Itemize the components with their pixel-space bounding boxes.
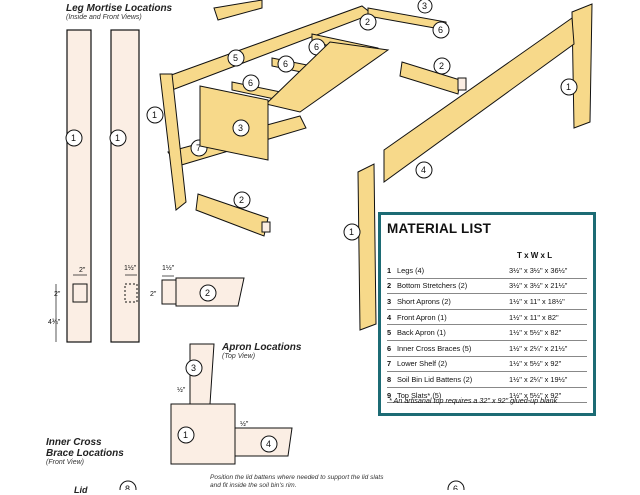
row-part: Back Apron (1): [397, 328, 446, 338]
inner-cross-title-block: Inner Cross Brace Locations (Front View): [46, 437, 124, 466]
dim-label: ½": [177, 386, 186, 394]
row-dims: 1½" x 5½" x 92": [509, 359, 562, 369]
leg: [571, 3, 593, 129]
leg-mortise-title-block: Leg Mortise Locations (Inside and Front …: [66, 3, 172, 21]
dim-label: 2": [54, 291, 61, 298]
inner-cross-subtitle: (Front View): [46, 459, 84, 466]
leg: [159, 73, 187, 211]
apron-subtitle: (Top View): [222, 353, 256, 360]
row-dims: 1½" x 2¼" x 21½": [509, 343, 568, 353]
callout-label: 5: [233, 53, 238, 63]
apron-title: Apron Locations: [222, 342, 302, 353]
dim-label: 2": [150, 291, 157, 298]
leg-mortise-title: Leg Mortise Locations: [66, 3, 173, 14]
row-dims: 3½" x 3½" x 36½": [509, 265, 568, 275]
row-number: 9: [387, 390, 392, 400]
row-part: Soil Bin Lid Battens (2): [397, 374, 473, 384]
row-part: Legs (4): [397, 265, 425, 275]
dim-label: 1½": [124, 264, 137, 272]
material-row: 4 Front Apron (1) 1½" x 11" x 82": [387, 310, 587, 326]
row-number: 5: [387, 328, 392, 338]
row-number: 3: [387, 296, 392, 306]
callout-label: 2: [439, 61, 444, 71]
apron-title-block: Apron Locations (Top View): [222, 342, 301, 360]
dim-label: 2": [79, 267, 86, 274]
row-part: Lower Shelf (2): [397, 359, 448, 369]
callout-label: 1: [115, 133, 120, 143]
front-apron: [383, 17, 575, 183]
short-apron: [199, 85, 269, 161]
callout-label: 2: [239, 195, 244, 205]
callout-label: 3: [191, 363, 196, 373]
dim-label: 1½": [162, 264, 175, 272]
callout-label: 6: [314, 42, 319, 52]
row-number: 6: [387, 343, 392, 353]
lid-title: Lid: [74, 485, 88, 495]
callout-label: 4: [266, 439, 271, 449]
row-part: Front Apron (1): [397, 312, 447, 322]
bottom-stretcher: [195, 193, 269, 237]
row-part: Short Aprons (2): [397, 296, 451, 306]
callout-label: 6: [248, 78, 253, 88]
leg: [357, 163, 377, 331]
leg-callout-circle: [65, 129, 83, 147]
row-dims: 1½" x 2¼" x 19½": [509, 374, 568, 384]
dim-label: ½": [240, 420, 249, 428]
leg-callout-circle: [109, 129, 127, 147]
leg-mortise-subtitle: (Inside and Front Views): [66, 14, 142, 21]
callout-label: 1: [349, 227, 354, 237]
material-list-footnote: * An artisanal top requires a 32" x 92" …: [389, 396, 558, 405]
material-row: 6 Inner Cross Braces (5) 1½" x 2¼" x 21½": [387, 341, 587, 357]
callout-label: 1: [566, 82, 571, 92]
material-list-panel: MATERIAL LIST T x W x L 1 Legs (4) 3½" x 3…: [378, 212, 596, 416]
callout-label: 4: [421, 165, 426, 175]
mortise-hidden: [124, 283, 138, 303]
row-part: Top Slats* (5): [397, 390, 442, 400]
material-list-columns: T x W x L: [517, 251, 553, 260]
lid-batten-note: Position the lid battens where needed to…: [210, 474, 384, 489]
row-number: 4: [387, 312, 392, 322]
callout-label: 2: [205, 288, 210, 298]
callout-label: 6: [453, 484, 458, 490]
callout-label: 3: [238, 123, 243, 133]
row-part: Bottom Stretchers (2): [397, 281, 468, 291]
row-number: 2: [387, 281, 392, 291]
material-row: 2 Bottom Stretchers (2) 3½" x 3½" x 21½": [387, 279, 587, 295]
row-dims: 1½" x 11" x 18½": [509, 296, 565, 306]
dim-label: 4¾": [48, 319, 61, 326]
row-dims: 3½" x 3½" x 21½": [509, 281, 568, 291]
inner-cross-title-2: Brace Locations: [46, 448, 124, 459]
material-row: 9 Top Slats* (5) 1½" x 5½" x 92": [387, 388, 587, 404]
callout-label: 8: [125, 484, 130, 490]
callout-label: 2: [365, 17, 370, 27]
callout-label: 7: [196, 143, 201, 153]
bottom-stretcher: [399, 61, 461, 95]
row-part: Inner Cross Braces (5): [397, 343, 472, 353]
material-row: 1 Legs (4) 3½" x 3½" x 36½": [387, 263, 587, 279]
callout-label: 1: [71, 133, 76, 143]
callout-label: 6: [438, 25, 443, 35]
row-dims: 1½" x 5½" x 82": [509, 328, 562, 338]
inner-cross-title-1: Inner Cross: [46, 437, 102, 448]
material-list-heading: MATERIAL LIST: [387, 221, 492, 236]
row-number: 8: [387, 374, 392, 384]
material-row: 5 Back Apron (1) 1½" x 5½" x 82": [387, 325, 587, 341]
material-row: 7 Lower Shelf (2) 1½" x 5½" x 92": [387, 357, 587, 373]
material-list-rows: 1 Legs (4) 3½" x 3½" x 36½" 2 Bottom Stretch…: [387, 263, 587, 404]
row-dims: 1½" x 5½" x 92": [509, 390, 562, 400]
leg-elevation-inside: [66, 29, 92, 343]
tenon: [161, 279, 177, 305]
material-row: 3 Short Aprons (2) 1½" x 11" x 18½": [387, 294, 587, 310]
callout-label: 3: [422, 1, 427, 11]
row-number: 7: [387, 359, 392, 369]
row-dims: 1½" x 11" x 82": [509, 312, 559, 322]
material-row: 8 Soil Bin Lid Battens (2) 1½" x 2¼" x 19½…: [387, 372, 587, 388]
callout-label: 1: [152, 110, 157, 120]
row-number: 1: [387, 265, 392, 275]
callout-label: 1: [183, 430, 188, 440]
mortise-outline: [72, 283, 88, 303]
callout-label: 6: [283, 59, 288, 69]
